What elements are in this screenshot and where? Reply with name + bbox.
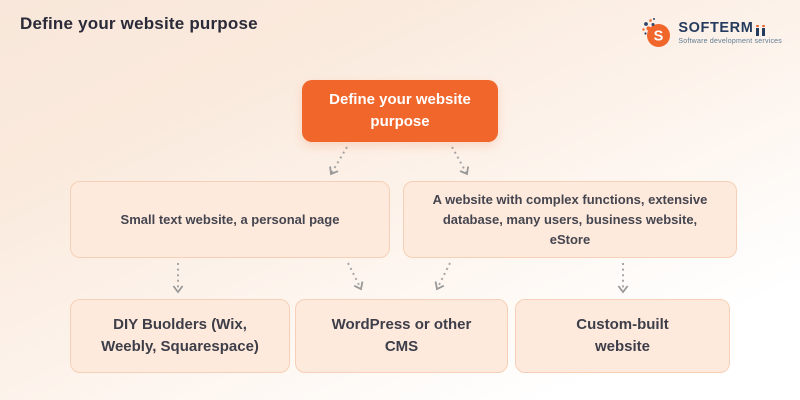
arrow-root-to-left-branch [329,146,348,176]
softermii-logo: S SOFTERM Software development services [639,16,782,50]
logo-tagline: Software development services [678,38,782,45]
arrow-left-branch-to-cms [347,262,364,291]
node-wordpress-cms-label: WordPress or other CMS [331,316,472,355]
softermii-logo-icon: S [642,18,671,47]
node-small-text-website: Small text website, a personal page [70,181,390,258]
node-complex-website-label: A website with complex functions, extens… [432,191,708,247]
logo-wordmark: SOFTERM [678,21,782,36]
node-custom-built-label: Custom-built website [576,316,669,355]
logo-brand-text: SOFTERM [678,20,754,36]
node-diy-builders-label: DIY Buolders (Wix, Weebly, Squarespace) [101,316,259,355]
node-diy-builders: DIY Buolders (Wix, Weebly, Squarespace) [70,299,290,373]
arrow-right-branch-to-cms [434,262,451,291]
node-define-purpose: Define your website purpose [302,80,498,142]
logo-letter: S [654,29,664,45]
node-define-purpose-label: Define your website purpose [329,91,471,130]
logo-i-dot-icon [762,24,766,36]
node-custom-built: Custom-built website [515,299,730,373]
node-wordpress-cms: WordPress or other CMS [295,299,508,373]
arrow-root-to-right-branch [451,146,469,176]
page-title: Define your website purpose [20,14,258,33]
logo-i-dot-icon [756,24,760,36]
node-small-text-website-label: Small text website, a personal page [120,211,340,227]
node-complex-website: A website with complex functions, extens… [403,181,737,258]
